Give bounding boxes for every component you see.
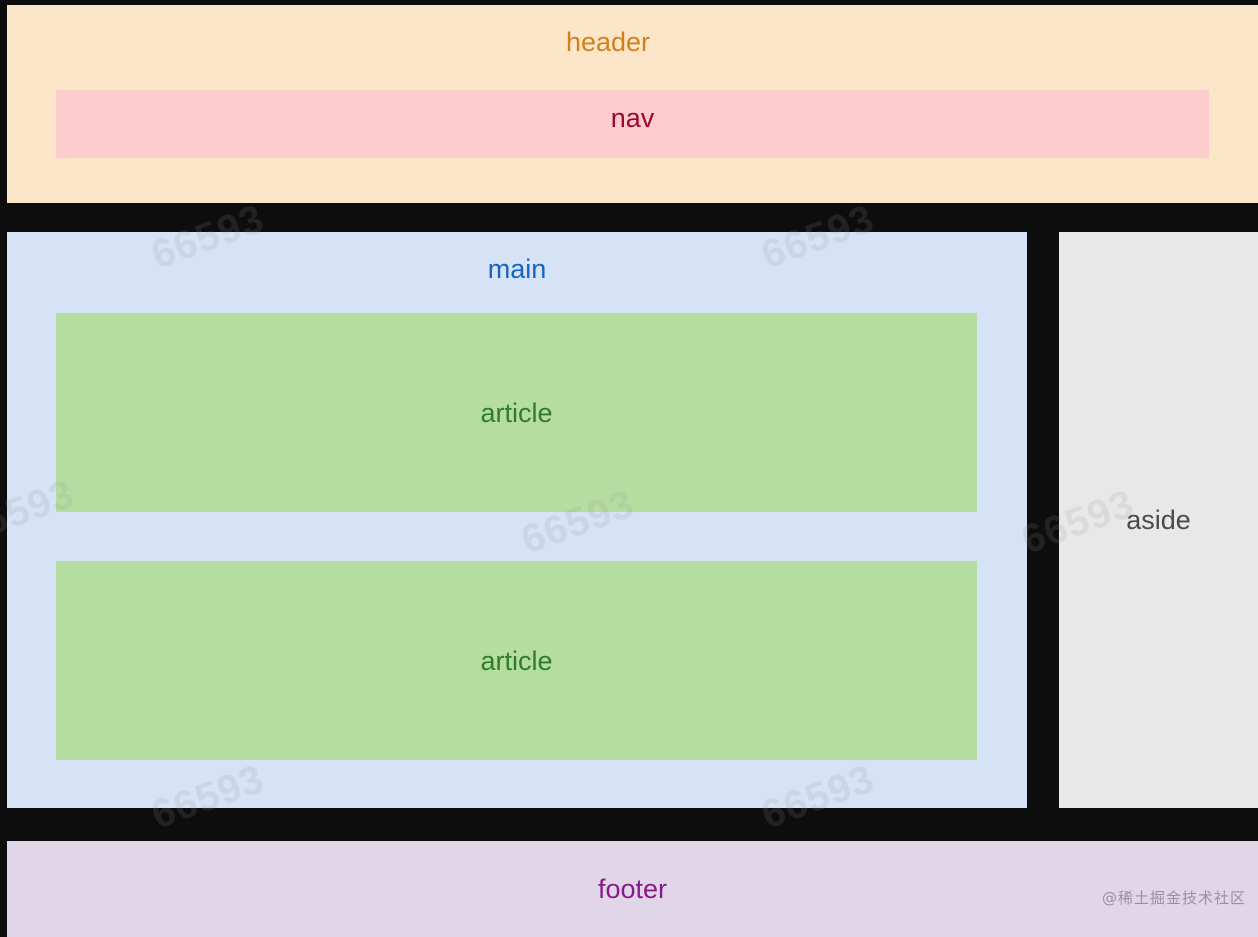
site-footer: footer @稀土掘金技术社区 <box>7 841 1258 937</box>
article-label: article <box>480 398 553 428</box>
header-label: header <box>565 27 651 57</box>
footer-watermark-text: @稀土掘金技术社区 <box>1101 889 1246 907</box>
site-main: main article article <box>7 232 1027 808</box>
site-nav[interactable]: nav <box>56 90 1209 158</box>
aside-label: aside <box>1126 505 1191 535</box>
main-label: main <box>487 254 547 284</box>
article-item: article <box>56 561 977 760</box>
article-label: article <box>480 646 553 676</box>
footer-label: footer <box>597 874 668 904</box>
site-aside: aside <box>1059 232 1258 808</box>
nav-label: nav <box>610 103 655 133</box>
article-item: article <box>56 313 977 512</box>
content-row: main article article aside <box>0 232 1258 808</box>
site-header: header nav <box>7 5 1258 203</box>
